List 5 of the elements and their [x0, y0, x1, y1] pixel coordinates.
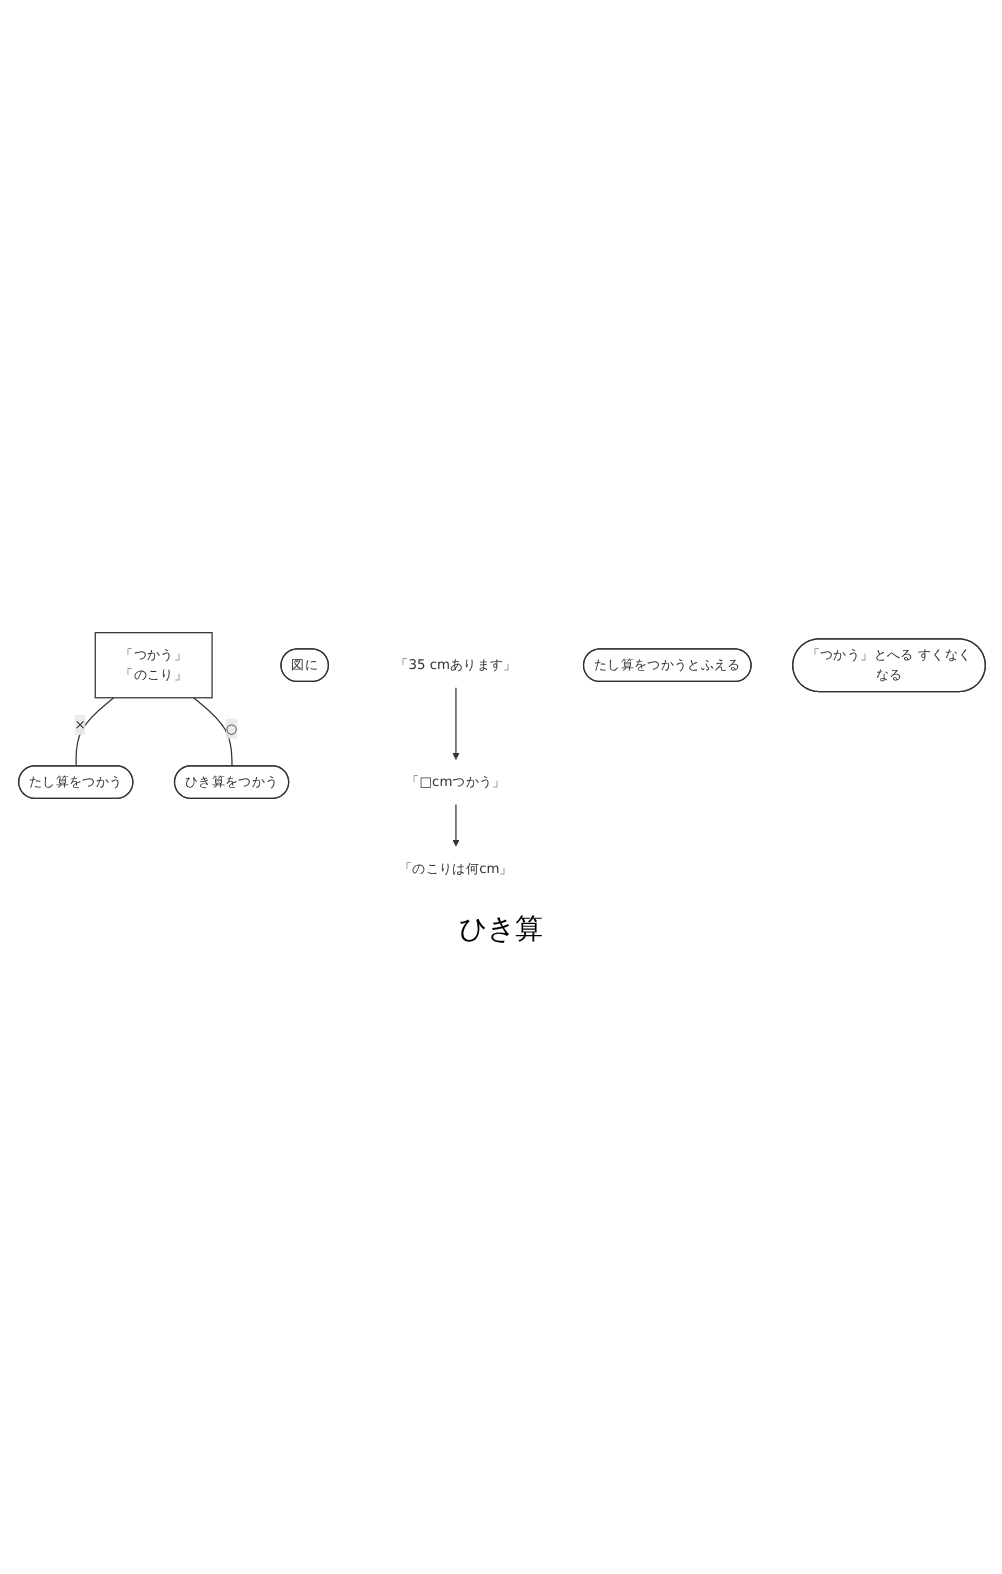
connector: [192, 698, 232, 768]
arrow: [451, 804, 459, 848]
connector: [74, 698, 114, 768]
note-text: ひき算: [459, 913, 543, 945]
arrow: [451, 688, 459, 761]
